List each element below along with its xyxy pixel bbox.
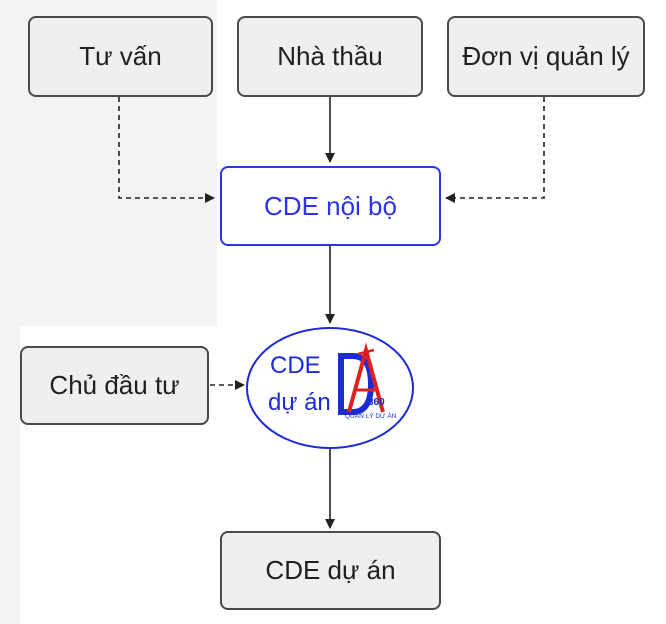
- da-monogram-icon: [338, 342, 385, 415]
- logo-badge-number: 360: [368, 397, 385, 408]
- node-don-vi-quan-ly: Đơn vị quản lý: [447, 16, 645, 97]
- connector-tu-van-to-cde-noi-bo: [118, 97, 215, 203]
- node-chu-dau-tu-label: Chủ đầu tư: [49, 370, 180, 400]
- cde-du-an-logo: CDE dự án 360 QUẢN LÝ DỰ ÁN: [246, 326, 416, 450]
- node-tu-van-label: Tư vấn: [79, 41, 162, 71]
- logo-line2: dự án: [268, 389, 331, 416]
- node-don-vi-quan-ly-label: Đơn vị quản lý: [462, 41, 630, 71]
- logo-badge-caption: QUẢN LÝ DỰ ÁN: [345, 411, 397, 420]
- node-cde-du-an: CDE dự án: [220, 531, 441, 610]
- cde-du-an-logo-graphic: CDE dự án 360 QUẢN LÝ DỰ ÁN: [246, 327, 414, 449]
- connector-don-vi-to-cde-noi-bo: [445, 97, 545, 203]
- node-chu-dau-tu: Chủ đầu tư: [20, 346, 209, 425]
- node-cde-noi-bo: CDE nội bộ: [220, 166, 441, 246]
- node-nha-thau: Nhà thầu: [237, 16, 423, 97]
- node-cde-noi-bo-label: CDE nội bộ: [264, 190, 397, 221]
- node-nha-thau-label: Nhà thầu: [277, 41, 383, 71]
- logo-ellipse: [246, 327, 414, 449]
- node-tu-van: Tư vấn: [28, 16, 213, 97]
- node-cde-du-an-label: CDE dự án: [265, 555, 396, 585]
- logo-line1: CDE: [270, 352, 321, 379]
